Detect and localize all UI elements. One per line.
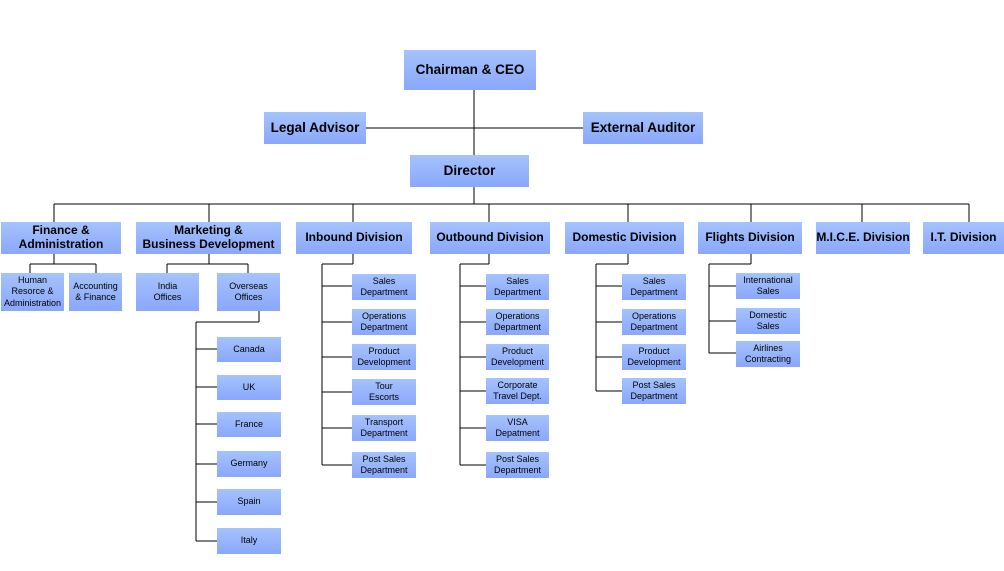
overseas-canada: Canada	[217, 337, 281, 362]
inbound-dept: Sales Department	[352, 274, 416, 300]
division-inbound: Inbound Division	[296, 222, 412, 254]
overseas-italy: Italy	[217, 528, 281, 554]
inbound-dept: Operations Department	[352, 309, 416, 335]
overseas-uk: UK	[217, 375, 281, 400]
inbound-dept: Transport Department	[352, 415, 416, 441]
domestic-dept: Sales Department	[622, 274, 686, 300]
finance-accounting: Accounting & Finance	[69, 273, 122, 311]
flights-dept: Domestic Sales	[736, 308, 800, 334]
domestic-dept: Operations Department	[622, 309, 686, 335]
marketing-overseas-offices: Overseas Offices	[217, 273, 280, 311]
outbound-dept: VISA Depatment	[486, 415, 549, 441]
external-auditor-box: External Auditor	[583, 112, 703, 144]
division-finance: Finance & Administration	[1, 222, 121, 254]
finance-hr-admin: Human Resorce & Administration	[1, 273, 64, 311]
division-mice: M.I.C.E. Division	[816, 222, 910, 254]
division-domestic: Domestic Division	[565, 222, 684, 254]
outbound-dept: Corporate Travel Dept.	[486, 378, 549, 404]
division-it: I.T. Division	[923, 222, 1004, 254]
domestic-dept: Post Sales Department	[622, 378, 686, 404]
inbound-dept: Product Development	[352, 344, 416, 370]
flights-dept: Airlines Contracting	[736, 341, 800, 367]
domestic-dept: Product Development	[622, 344, 686, 370]
legal-advisor-box: Legal Advisor	[264, 112, 366, 144]
division-marketing: Marketing & Business Development	[136, 222, 281, 254]
inbound-dept: Post Sales Department	[352, 452, 416, 478]
division-flights: Flights Division	[698, 222, 802, 254]
inbound-dept: Tour Escorts	[352, 379, 416, 405]
overseas-germany: Germany	[217, 451, 281, 477]
outbound-dept: Post Sales Department	[486, 452, 549, 478]
outbound-dept: Product Development	[486, 344, 549, 370]
division-outbound: Outbound Division	[430, 222, 550, 254]
outbound-dept: Operations Department	[486, 309, 549, 335]
overseas-spain: Spain	[217, 489, 281, 515]
overseas-france: France	[217, 412, 281, 437]
outbound-dept: Sales Department	[486, 274, 549, 300]
ceo-box: Chairman & CEO	[404, 50, 536, 90]
director-box: Director	[410, 155, 529, 187]
marketing-india-offices: India Offices	[136, 273, 199, 311]
flights-dept: International Sales	[736, 273, 800, 299]
